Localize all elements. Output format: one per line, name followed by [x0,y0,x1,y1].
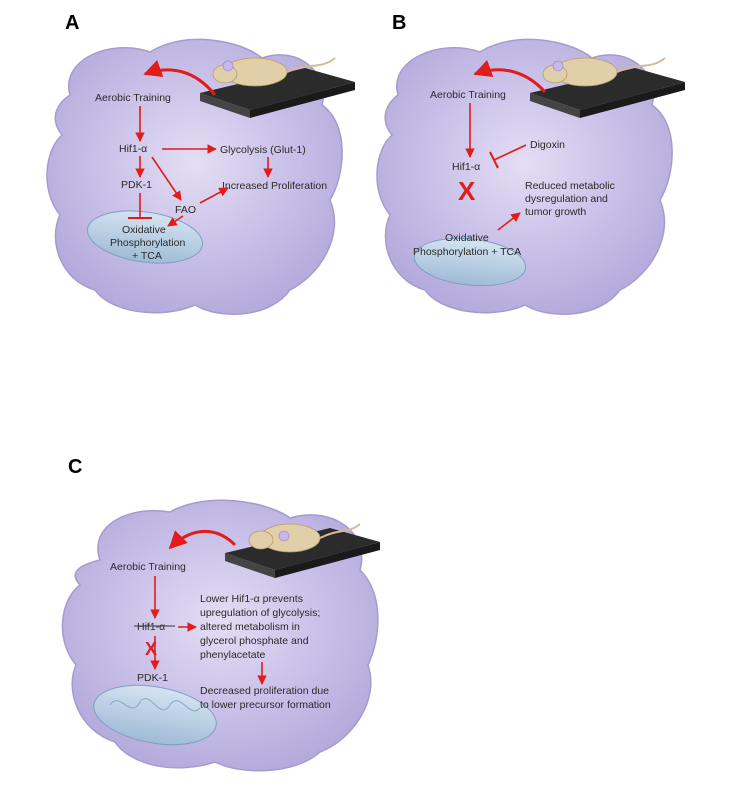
inhibit-b-bar [489,151,499,169]
label-pdk-a: PDK-1 [121,179,152,191]
label-fao-a: FAO [175,204,196,216]
label-digoxin-b: Digoxin [530,139,565,151]
panel-letter-a: A [65,12,80,34]
label-aerobic-a: Aerobic Training [95,92,171,104]
panel-a: Aerobic Training Hif1-α Glycolysis (Glut… [46,38,355,315]
arrow-b-oxphos-reduced [497,212,521,231]
label-glycolysis-a: Glycolysis (Glut-1) [220,144,306,156]
label-oxphos3-a: + TCA [132,250,162,262]
label-reduced2-b: dysregulation and [525,193,608,205]
arrow-a-fao-oxphos [167,215,184,227]
block-x-b: X [458,176,476,206]
label-oxphos2-a: Phosphorylation [110,237,185,249]
arrow-a-fao-proliferation [199,187,229,204]
panel-letter-c: C [68,456,83,478]
arrow-a-hif-fao [151,156,182,201]
treadmill-mouse-c [225,523,380,578]
label-hif-b: Hif1-α [452,161,480,173]
label-oxphos1-a: Oxidative [122,224,166,236]
label-aerobic-c: Aerobic Training [110,561,186,573]
curved-arrow-b [473,60,547,94]
curved-arrow-c [168,530,237,550]
label-decreased2-c: to lower precursor formation [200,699,331,711]
label-decreased1-c: Decreased proliferation due [200,685,329,697]
label-proliferation-a: Increased Proliferation [222,180,327,192]
panel-b: Aerobic Training Digoxin Hif1-α Reduced … [376,38,685,315]
label-lower3-c: altered metabolism in [200,621,300,633]
panel-c: Aerobic Training Hif1-α Lower Hif1-α pre… [61,499,380,772]
label-reduced1-b: Reduced metabolic [525,180,615,192]
label-hif-a: Hif1-α [119,143,147,155]
inhibit-b-digoxin-hif [493,144,527,161]
label-aerobic-b: Aerobic Training [430,89,506,101]
label-pdk-c: PDK-1 [137,672,168,684]
label-lower4-c: glycerol phosphate and [200,635,309,647]
mitochondrion-b [413,237,527,287]
mito-cristae-c [109,698,201,712]
panel-letter-b: B [392,12,407,34]
label-oxphos1-b: Oxidative [445,232,489,244]
label-reduced3-b: tumor growth [525,206,586,218]
mitochondrion-c [93,684,217,746]
treadmill-mouse-a [200,57,355,118]
curved-arrow-a [143,60,217,96]
label-lower5-c: phenylacetate [200,649,266,661]
block-x-c: X [145,639,157,659]
label-lower1-c: Lower Hif1-α prevents [200,593,303,605]
treadmill-mouse-b [530,57,685,118]
label-hif-c: Hif1-α [137,621,165,633]
label-oxphos2-b: Phosphorylation + TCA [413,246,521,258]
label-lower2-c: upregulation of glycolysis; [200,607,320,619]
